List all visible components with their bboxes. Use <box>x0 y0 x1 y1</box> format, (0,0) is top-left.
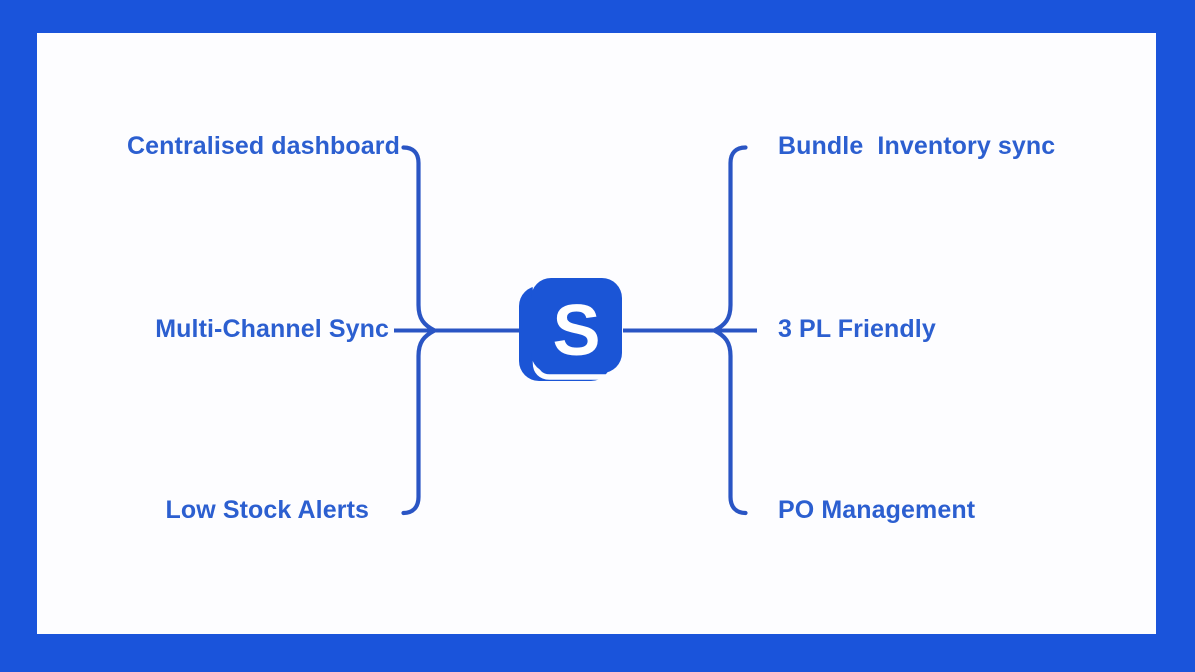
feature-label-po-management[interactable]: PO Management <box>778 496 976 524</box>
feature-label-low-stock-alerts[interactable]: Low Stock Alerts <box>165 496 369 524</box>
left-curly-brace <box>401 145 437 516</box>
feature-label-multi-channel-sync[interactable]: Multi-Channel Sync <box>155 315 389 343</box>
logo-letter: S <box>552 291 600 371</box>
feature-label-3pl-friendly[interactable]: 3 PL Friendly <box>778 315 936 343</box>
right-curly-brace <box>712 145 748 516</box>
feature-label-centralised-dashboard[interactable]: Centralised dashboard <box>127 132 400 160</box>
brand-logo-s[interactable]: S <box>519 278 622 381</box>
feature-label-bundle-inventory-sync[interactable]: Bundle Inventory sync <box>778 132 1056 160</box>
